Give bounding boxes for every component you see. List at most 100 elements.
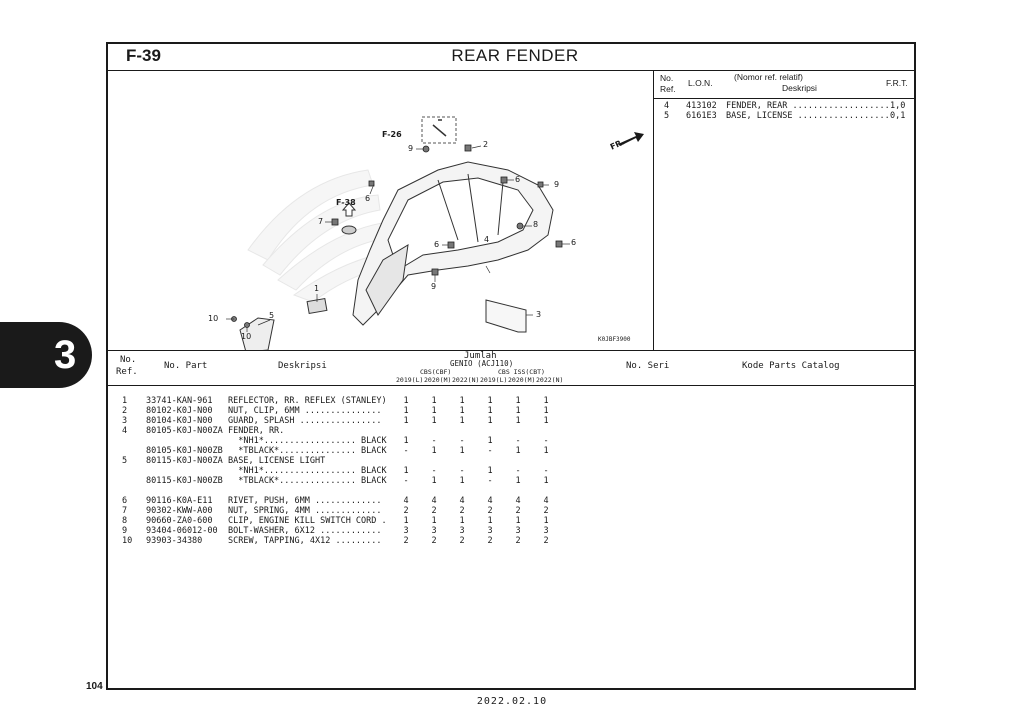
- label-9b: 9: [554, 180, 560, 189]
- th-no: No.: [120, 355, 137, 365]
- row-description: REFLECTOR, RR. REFLEX (STANLEY): [228, 396, 387, 406]
- row-quantity: 1: [487, 436, 493, 446]
- row-description: *TBLACK*............... BLACK: [228, 476, 387, 486]
- rp-row-desc: FENDER, REAR ...................: [726, 101, 890, 111]
- exploded-view-drawing: [226, 116, 644, 350]
- rp-row-lon: 6161E3: [686, 111, 717, 121]
- row-quantity: 1: [459, 446, 465, 456]
- f38-arrow-icon: [341, 202, 357, 217]
- rp-row-no: 5: [664, 111, 670, 121]
- row-quantity: 1: [403, 436, 409, 446]
- row-ref: 8: [122, 516, 128, 526]
- row-quantity: 1: [431, 416, 437, 426]
- rp-col-frt: F.R.T.: [886, 78, 908, 88]
- row-quantity: 1: [459, 406, 465, 416]
- table-row: 80115-K0J-N00ZB *TBLACK*............... …: [108, 476, 914, 486]
- diagram-ref-code: K0JBF3900: [598, 336, 631, 343]
- table-row: 7 90302-KWW-A00 NUT, SPRING, 4MM .........…: [108, 506, 914, 516]
- row-part-number: 90660-ZA0-600: [146, 516, 213, 526]
- label-1: 1: [314, 284, 320, 293]
- row-description: NUT, SPRING, 4MM .............: [228, 506, 382, 516]
- row-part-number: 80102-K0J-N00: [146, 406, 213, 416]
- figure-code: F-39: [126, 46, 161, 65]
- label-10a: 10: [208, 314, 219, 323]
- label-4: 4: [484, 235, 490, 244]
- row-description: SCREW, TAPPING, 4X12 .........: [228, 536, 382, 546]
- rp-row-frt: 0,1: [890, 111, 906, 121]
- row-description: *TBLACK*............... BLACK: [228, 446, 387, 456]
- label-f26: F-26: [382, 130, 402, 139]
- row-quantity: 2: [459, 536, 465, 546]
- rp-col-desc-top: (Nomor ref. relatif): [734, 72, 803, 82]
- row-quantity: 1: [543, 446, 549, 456]
- row-quantity: 1: [431, 446, 437, 456]
- row-quantity: 1: [543, 516, 549, 526]
- row-ref: 2: [122, 406, 128, 416]
- row-part-number: 93903-34380: [146, 536, 203, 546]
- row-quantity: -: [543, 436, 549, 446]
- rp-row-frt: 1,0: [890, 101, 906, 111]
- row-quantity: 2: [515, 536, 521, 546]
- row-quantity: -: [487, 446, 493, 456]
- row-ref: 1: [122, 396, 128, 406]
- row-ref: 3: [122, 416, 128, 426]
- f26-detail-box: [421, 116, 457, 144]
- row-quantity: 4: [487, 496, 493, 506]
- row-quantity: 1: [403, 466, 409, 476]
- row-quantity: 2: [543, 506, 549, 516]
- row-ref: 7: [122, 506, 128, 516]
- label-9a: 9: [408, 144, 414, 153]
- th-jumlah: Jumlah: [464, 351, 497, 361]
- rp-row-lon: 413102: [686, 101, 717, 111]
- label-2: 2: [483, 140, 489, 149]
- row-quantity: 1: [543, 396, 549, 406]
- print-date: 2022.02.10: [476, 696, 548, 707]
- front-arrow-icon: [618, 132, 644, 146]
- row-quantity: 1: [487, 466, 493, 476]
- th-year: 2019(L): [396, 376, 424, 384]
- row-quantity: -: [487, 476, 493, 486]
- th-year: 2020(M): [508, 376, 536, 384]
- row-quantity: 1: [487, 396, 493, 406]
- row-quantity: 4: [403, 496, 409, 506]
- rp-divider: [654, 98, 914, 99]
- row-part-number: 90302-KWW-A00: [146, 506, 213, 516]
- row-quantity: 1: [431, 476, 437, 486]
- row-quantity: 4: [431, 496, 437, 506]
- row-quantity: 3: [431, 526, 437, 536]
- row-quantity: 2: [403, 506, 409, 516]
- row-quantity: 2: [515, 506, 521, 516]
- parts-table-header: No. Ref. No. Part Deskripsi Jumlah GENIO…: [108, 350, 914, 386]
- row-quantity: 1: [403, 516, 409, 526]
- row-quantity: -: [543, 466, 549, 476]
- table-row: 80105-K0J-N00ZB *TBLACK*............... …: [108, 446, 914, 456]
- row-quantity: 1: [515, 396, 521, 406]
- page-number: 104: [86, 681, 103, 692]
- row-ref: 4: [122, 426, 128, 436]
- th-year: 2019(L): [480, 376, 508, 384]
- rp-row: 5 6161E3 BASE, LICENSE .................…: [654, 111, 914, 121]
- th-kode: Kode Parts Catalog: [742, 361, 840, 371]
- row-description: NUT, CLIP, 6MM ...............: [228, 406, 382, 416]
- label-5: 5: [269, 311, 275, 320]
- row-ref: 5: [122, 456, 128, 466]
- row-description: *NH1*.................. BLACK: [228, 436, 387, 446]
- row-quantity: 3: [459, 526, 465, 536]
- row-part-number: 80115-K0J-N00ZA: [146, 456, 223, 466]
- row-quantity: 1: [431, 396, 437, 406]
- row-quantity: 4: [515, 496, 521, 506]
- section-tab: 3: [0, 322, 92, 388]
- row-quantity: 1: [543, 476, 549, 486]
- table-row: 2 80102-K0J-N00 NUT, CLIP, 6MM ...........…: [108, 406, 914, 416]
- row-quantity: 1: [515, 406, 521, 416]
- th-model: GENIO (ACJ110): [450, 359, 514, 368]
- th-seri: No. Seri: [626, 361, 670, 371]
